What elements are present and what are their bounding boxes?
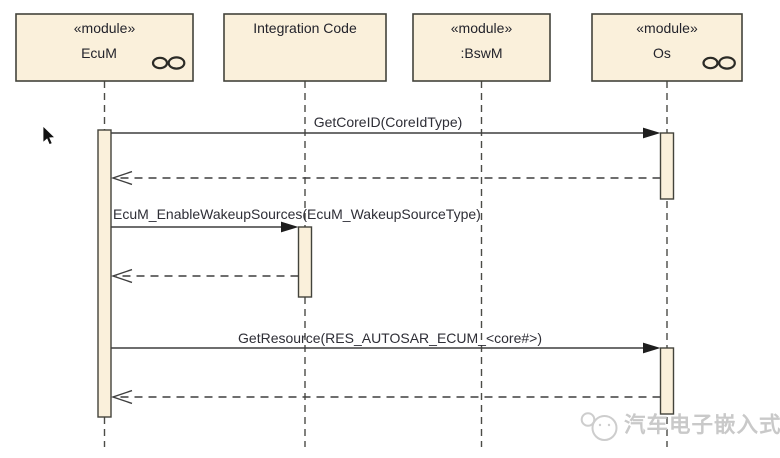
assembly-connector-icon (702, 56, 736, 70)
arrowhead-open-icon (110, 170, 133, 186)
participant-stereotype: «module» (636, 20, 698, 36)
watermark-text: 汽车电子嵌入式 (624, 412, 780, 437)
participant-box (412, 13, 551, 82)
arrowhead-open-icon (110, 389, 133, 405)
arrowhead-open-icon (110, 268, 133, 284)
participant-name: :BswM (461, 45, 503, 61)
participant-ecum: «module» EcuM (15, 13, 194, 82)
participant-stereotype: «module» (451, 20, 513, 36)
participant-bswm: «module» :BswM (412, 13, 551, 82)
mascot-logo-icon (580, 412, 618, 441)
arrowhead-filled-icon (643, 342, 661, 354)
activation-bar-ecum (97, 129, 112, 418)
participant-integration-code: Integration Code (223, 13, 387, 82)
participants: «module» EcuM Integration Code «module» … (15, 13, 743, 82)
participant-name: Os (653, 45, 671, 61)
assembly-connector-icon (151, 56, 186, 70)
message-getresource: GetResource(RES_AUTOSAR_ECUM_<core#>) (111, 330, 661, 354)
return-message-1 (110, 170, 661, 186)
message-getcoreid: GetCoreID(CoreIdType) (111, 114, 661, 139)
participant-box (591, 13, 743, 82)
activation-bars (97, 129, 675, 418)
arrowhead-filled-icon (281, 221, 299, 233)
participant-stereotype: «module» (74, 20, 136, 36)
activation-bar-os-1 (659, 132, 675, 200)
return-message-2 (110, 268, 299, 284)
message-enablewakeupsources: EcuM_EnableWakeupSources(EcuM_WakeupSour… (111, 206, 481, 233)
activation-bar-os-2 (659, 347, 675, 415)
participant-box (223, 13, 387, 82)
arrowhead-filled-icon (643, 127, 661, 139)
participant-name: Integration Code (253, 20, 357, 36)
message-label: EcuM_EnableWakeupSources(EcuM_WakeupSour… (113, 206, 481, 222)
return-message-3 (110, 389, 661, 405)
activation-bar-integration-code (297, 226, 313, 298)
message-label: GetResource(RES_AUTOSAR_ECUM_<core#>) (238, 330, 542, 346)
participant-name: EcuM (81, 45, 117, 61)
message-label: GetCoreID(CoreIdType) (314, 114, 463, 130)
watermark: 汽车电子嵌入式 (580, 412, 780, 441)
mouse-cursor-icon (42, 125, 56, 146)
participant-box (15, 13, 194, 82)
participant-os: «module» Os (591, 13, 743, 82)
